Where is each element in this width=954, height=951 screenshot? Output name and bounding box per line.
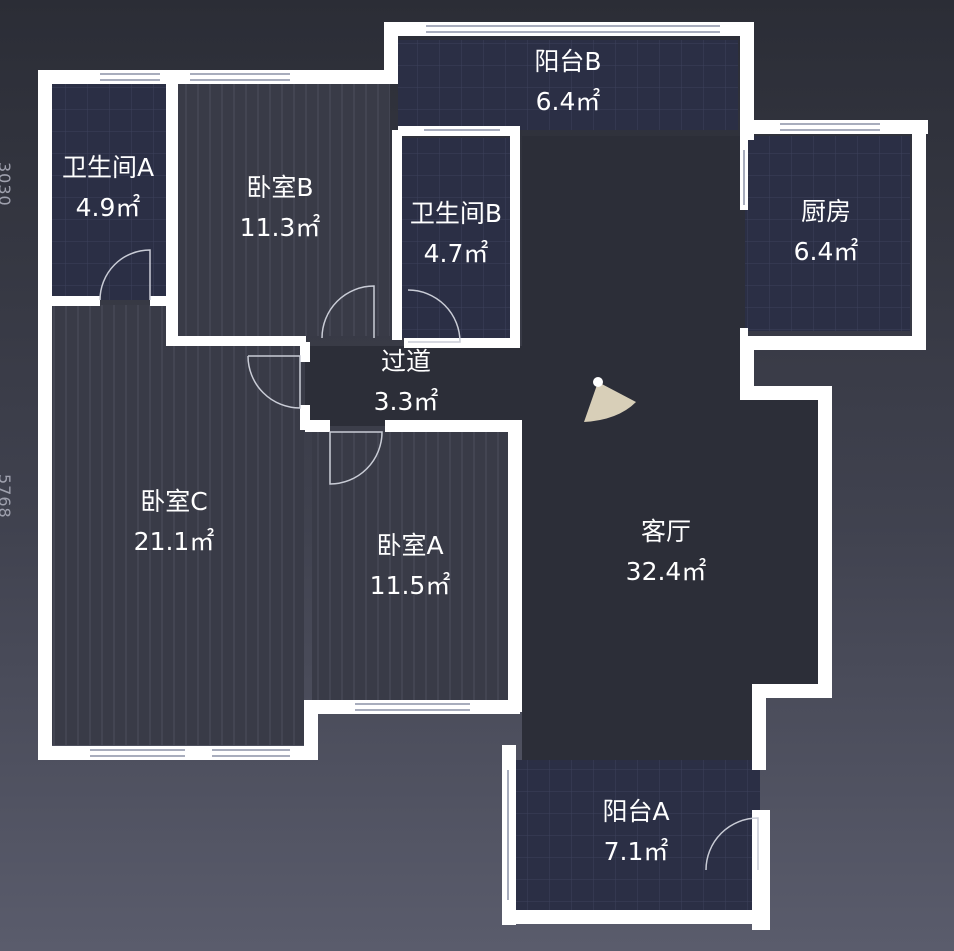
dimension-middle: 5768 (0, 474, 14, 519)
room-area: 6.4㎡ (535, 87, 601, 116)
floor-bedroom-b (175, 82, 390, 336)
room-name: 卧室C (140, 487, 208, 516)
room-area: 11.5㎡ (369, 571, 451, 600)
floor-kitchen (742, 136, 910, 331)
floor-living (305, 136, 822, 760)
room-area: 7.1㎡ (603, 837, 669, 866)
room-name: 卫生间B (409, 199, 503, 228)
doors (99, 249, 759, 871)
room-area: 11.3㎡ (239, 213, 321, 242)
room-name: 阳台B (534, 47, 602, 76)
room-area: 32.4㎡ (625, 557, 707, 586)
room-label-bedroom-a[interactable]: 卧室A 11.5㎡ (370, 526, 451, 606)
room-area: 4.9㎡ (75, 193, 141, 222)
dimension-top: 3030 (0, 162, 14, 207)
camera-view-cone-icon[interactable] (584, 377, 636, 422)
room-label-living[interactable]: 客厅 32.4㎡ (626, 512, 707, 592)
windows (90, 25, 880, 900)
floor-bath-b (398, 138, 516, 338)
room-label-balcony-a[interactable]: 阳台A 7.1㎡ (602, 792, 669, 872)
room-label-bedroom-c[interactable]: 卧室C 21.1㎡ (134, 482, 215, 562)
room-area: 3.3㎡ (373, 387, 439, 416)
room-area: 6.4㎡ (793, 237, 859, 266)
room-name: 卧室B (246, 173, 314, 202)
room-area: 21.1㎡ (133, 527, 215, 556)
room-name: 客厅 (640, 517, 692, 546)
room-name: 卫生间A (61, 153, 155, 182)
room-name: 卧室A (376, 531, 444, 560)
room-name: 阳台A (602, 797, 670, 826)
floor-bath-a (52, 82, 167, 300)
room-area: 4.7㎡ (423, 239, 489, 268)
floor-bedroom-c (52, 305, 304, 745)
floor-bedroom-a (312, 432, 517, 700)
floor-balcony-b (398, 40, 738, 130)
room-name: 厨房 (800, 197, 852, 226)
room-label-bath-b[interactable]: 卫生间B 4.7㎡ (410, 194, 502, 274)
room-label-corridor[interactable]: 过道 3.3㎡ (374, 342, 439, 422)
room-label-balcony-b[interactable]: 阳台B 6.4㎡ (534, 42, 601, 122)
room-label-bedroom-b[interactable]: 卧室B 11.3㎡ (240, 168, 321, 248)
room-label-bath-a[interactable]: 卫生间A 4.9㎡ (62, 148, 154, 228)
room-name: 过道 (380, 347, 432, 376)
room-label-kitchen[interactable]: 厨房 6.4㎡ (794, 192, 859, 272)
